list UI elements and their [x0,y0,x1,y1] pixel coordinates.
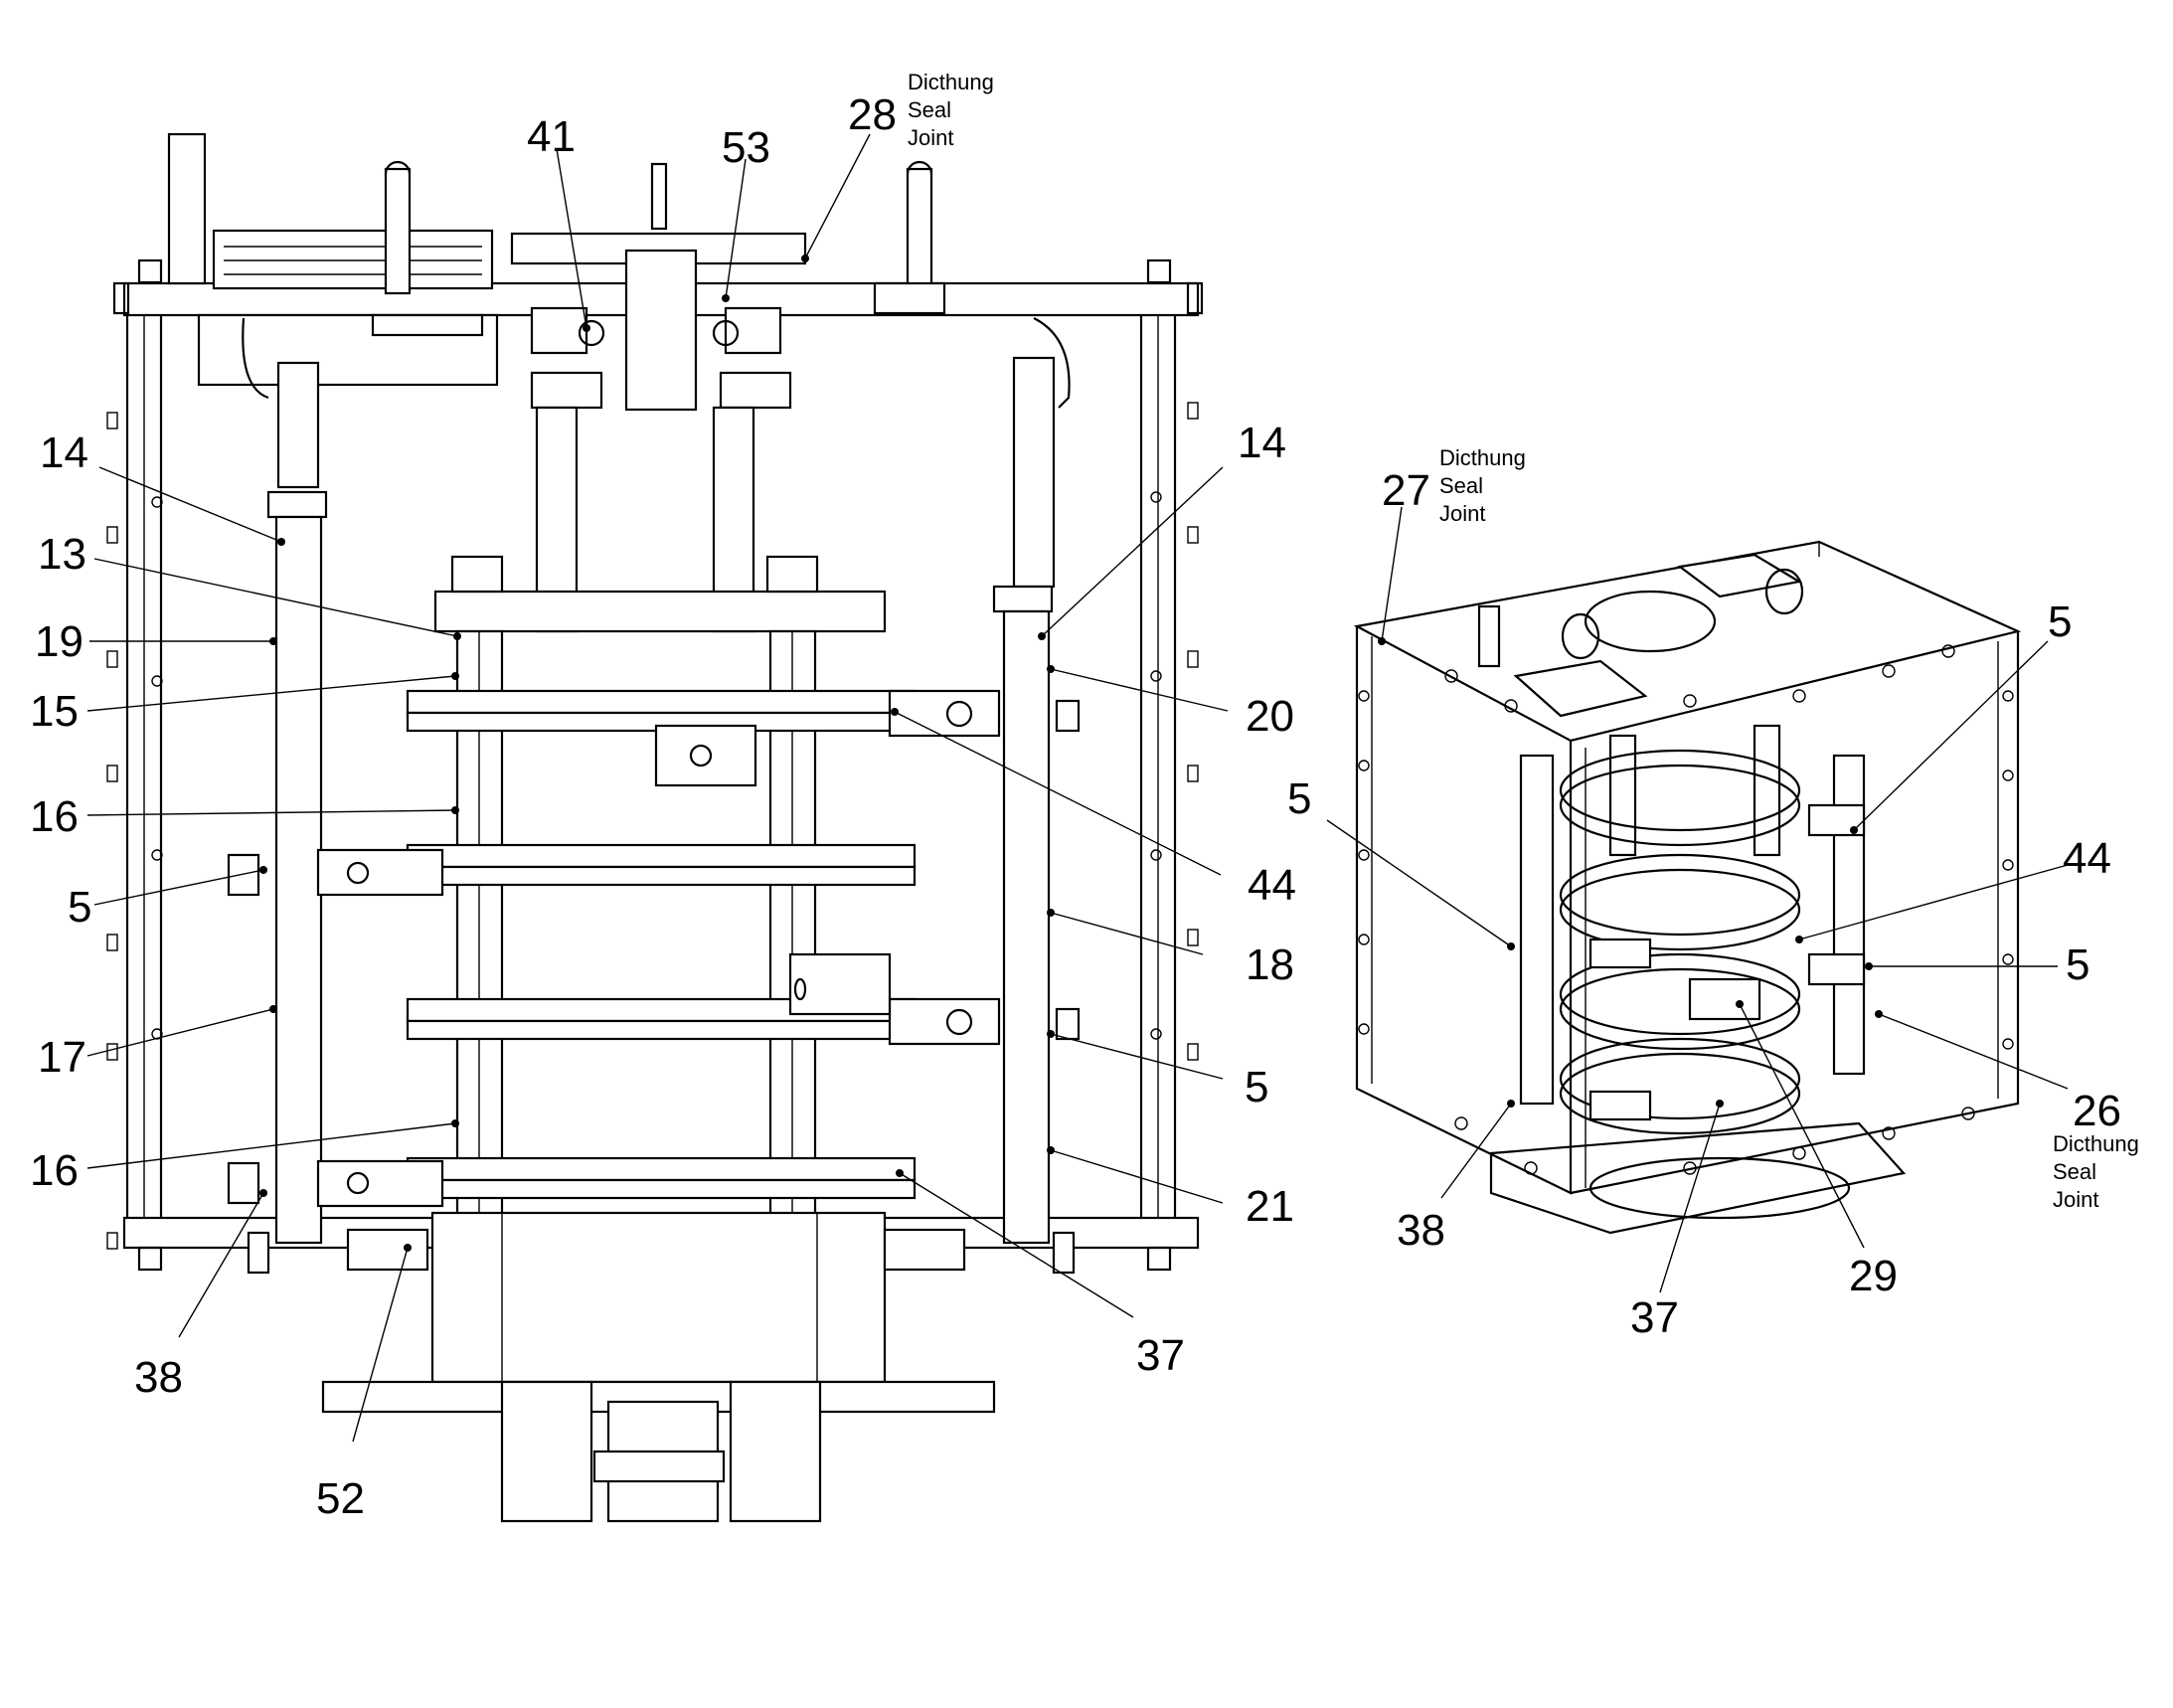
callout-19: 19 [35,617,84,666]
callout-5-iso-top: 5 [2048,598,2072,646]
callout-53: 53 [722,123,770,172]
seal-note-iso-top-line1: Dicthung [1439,445,1526,470]
callout-52: 52 [316,1474,365,1523]
front-callouts: 41 53 28 14 13 19 15 16 5 17 16 38 52 14… [30,70,1296,1523]
seal-note-iso-top-line2: Seal [1439,473,1483,498]
seal-note-front-line3: Joint [908,125,953,150]
callout-26: 26 [2073,1087,2121,1135]
callout-38-front: 38 [134,1353,183,1402]
callout-5-left: 5 [68,883,91,932]
callout-16-lower: 16 [30,1146,79,1195]
seal-note-iso-bottom-line2: Seal [2053,1159,2096,1184]
callout-37-iso: 37 [1630,1293,1679,1342]
callout-41: 41 [527,112,576,161]
callout-14-left: 14 [40,428,88,477]
seal-note-front-line1: Dicthung [908,70,994,94]
callout-5-right: 5 [1245,1063,1268,1111]
callout-28: 28 [848,90,897,139]
callout-27: 27 [1382,466,1430,515]
seal-note-iso-top-line3: Joint [1439,501,1485,526]
iso-callouts: 27 5 5 44 5 38 37 29 26 Dicthung Seal Jo… [1287,445,2139,1342]
callout-15: 15 [30,687,79,736]
callout-44-front: 44 [1248,861,1296,910]
callout-44-iso: 44 [2063,834,2111,883]
callout-18: 18 [1246,940,1294,989]
seal-note-front-line2: Seal [908,97,951,122]
callout-17: 17 [38,1033,86,1082]
callout-20: 20 [1246,692,1294,741]
callout-38-iso: 38 [1397,1206,1445,1255]
front-view [106,132,1204,1523]
callout-29: 29 [1849,1252,1898,1300]
callout-21: 21 [1246,1182,1294,1231]
callout-37-front: 37 [1136,1331,1185,1380]
callout-5-iso-right: 5 [2066,940,2089,989]
callout-14-right: 14 [1238,419,1286,467]
iso-view [1353,540,2022,1235]
seal-note-iso-bottom-line3: Joint [2053,1187,2098,1212]
seal-note-iso-bottom-line1: Dicthung [2053,1131,2139,1156]
callout-13: 13 [38,530,86,579]
callout-5-iso-left: 5 [1287,774,1311,823]
callout-16-upper: 16 [30,792,79,841]
leader-lines [86,133,2069,1443]
